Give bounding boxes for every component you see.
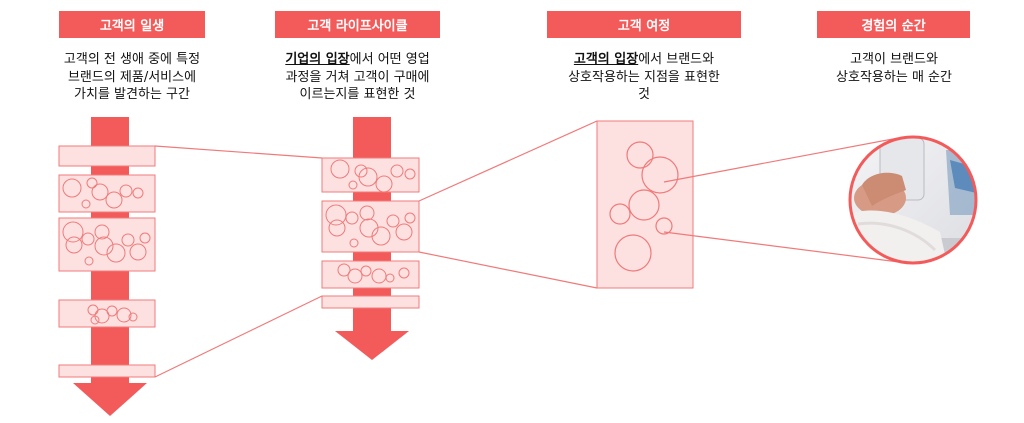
- desc-lifecycle-line-1: 기업의 입장에서 어떤 영업: [285, 52, 430, 67]
- lifecycle-band-4: [321, 295, 420, 309]
- desc-journey-emphasis: 고객의 입장: [573, 52, 639, 67]
- lifecycle-band-3: [321, 260, 420, 289]
- header-journey: 고객 여정: [547, 11, 741, 38]
- desc-moment: 고객이 브랜드와 상호작용하는 매 순간: [802, 51, 986, 86]
- header-journey-label: 고객 여정: [617, 19, 671, 34]
- desc-moment-line-1: 고객이 브랜드와: [850, 52, 938, 67]
- desc-journey-line-2: 상호작용하는 지점을 표현한: [568, 69, 720, 85]
- lifetime-band-1: [58, 145, 156, 167]
- desc-lifecycle-line-2: 과정을 거쳐 고객이 구매에: [285, 69, 430, 85]
- connector-journey-top: [663, 137, 899, 183]
- desc-lifecycle: 기업의 입장에서 어떤 영업 과정을 거쳐 고객이 구매에 이르는지를 표현한 …: [250, 51, 465, 104]
- desc-lifecycle-line-3: 이르는지를 표현한 것: [299, 87, 416, 102]
- journey-touchpoint-box: [596, 120, 694, 289]
- connector-journey-bottom: [663, 231, 900, 263]
- connector-lifetime-top: [154, 145, 323, 159]
- moment-photo: [848, 135, 978, 265]
- connector-lifecycle-bottom: [418, 251, 598, 289]
- desc-lifetime-line-1: 고객의 전 생애 중에 특정: [63, 52, 201, 67]
- desc-journey: 고객의 입장에서 브랜드와 상호작용하는 지점을 표현한 것: [527, 51, 761, 104]
- desc-lifetime-line-3: 가치를 발견하는 구간: [74, 87, 190, 102]
- desc-journey-line-3: 것: [638, 87, 650, 102]
- connector-lifetime-bottom: [154, 295, 323, 378]
- desc-moment-line-2: 상호작용하는 매 순간: [836, 69, 952, 85]
- desc-journey-line-1: 고객의 입장에서 브랜드와: [573, 52, 715, 67]
- lifetime-band-3: [58, 217, 156, 272]
- lifecycle-band-2: [321, 200, 420, 253]
- header-lifetime: 고객의 일생: [59, 11, 205, 38]
- header-lifecycle-label: 고객 라이프사이클: [307, 19, 408, 34]
- desc-lifecycle-emphasis: 기업의 입장: [285, 52, 350, 67]
- header-lifecycle: 고객 라이프사이클: [275, 11, 440, 38]
- lifetime-band-2: [58, 174, 156, 213]
- desc-lifetime: 고객의 전 생애 중에 특정 브랜드의 제품/서비스에 가치를 발견하는 구간: [20, 51, 244, 104]
- header-lifetime-label: 고객의 일생: [99, 19, 165, 34]
- lifetime-band-4: [58, 299, 156, 328]
- desc-lifetime-line-2: 브랜드의 제품/서비스에: [67, 69, 197, 85]
- header-moment: 경험의 순간: [817, 11, 970, 38]
- lifecycle-band-1: [321, 157, 420, 193]
- header-moment-label: 경험의 순간: [861, 19, 926, 34]
- lifetime-band-5: [58, 364, 156, 378]
- connector-lifecycle-top: [418, 120, 598, 202]
